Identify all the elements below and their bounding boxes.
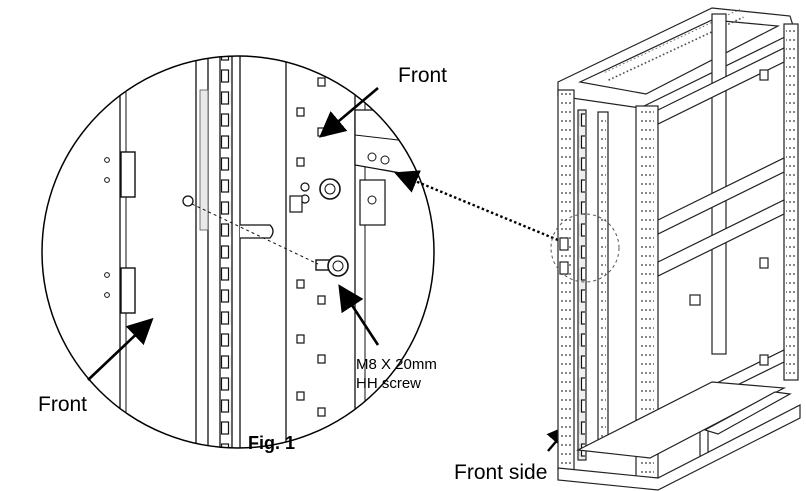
rack-cabinet: [550, 7, 801, 491]
arrow-front-left: [87, 317, 154, 381]
figure-caption: Fig. 1: [248, 433, 296, 453]
arrow-front-top: [319, 87, 379, 138]
zoom-detail-circle: [42, 56, 434, 448]
label-screw-size: M8 X 20mm: [356, 356, 437, 373]
label-front-top: Front: [398, 64, 448, 87]
label-front-left: Front: [38, 393, 88, 416]
label-screw-type: HH screw: [356, 375, 422, 392]
label-front-side: Front side: [454, 461, 548, 484]
arrow-screw: [338, 284, 380, 346]
